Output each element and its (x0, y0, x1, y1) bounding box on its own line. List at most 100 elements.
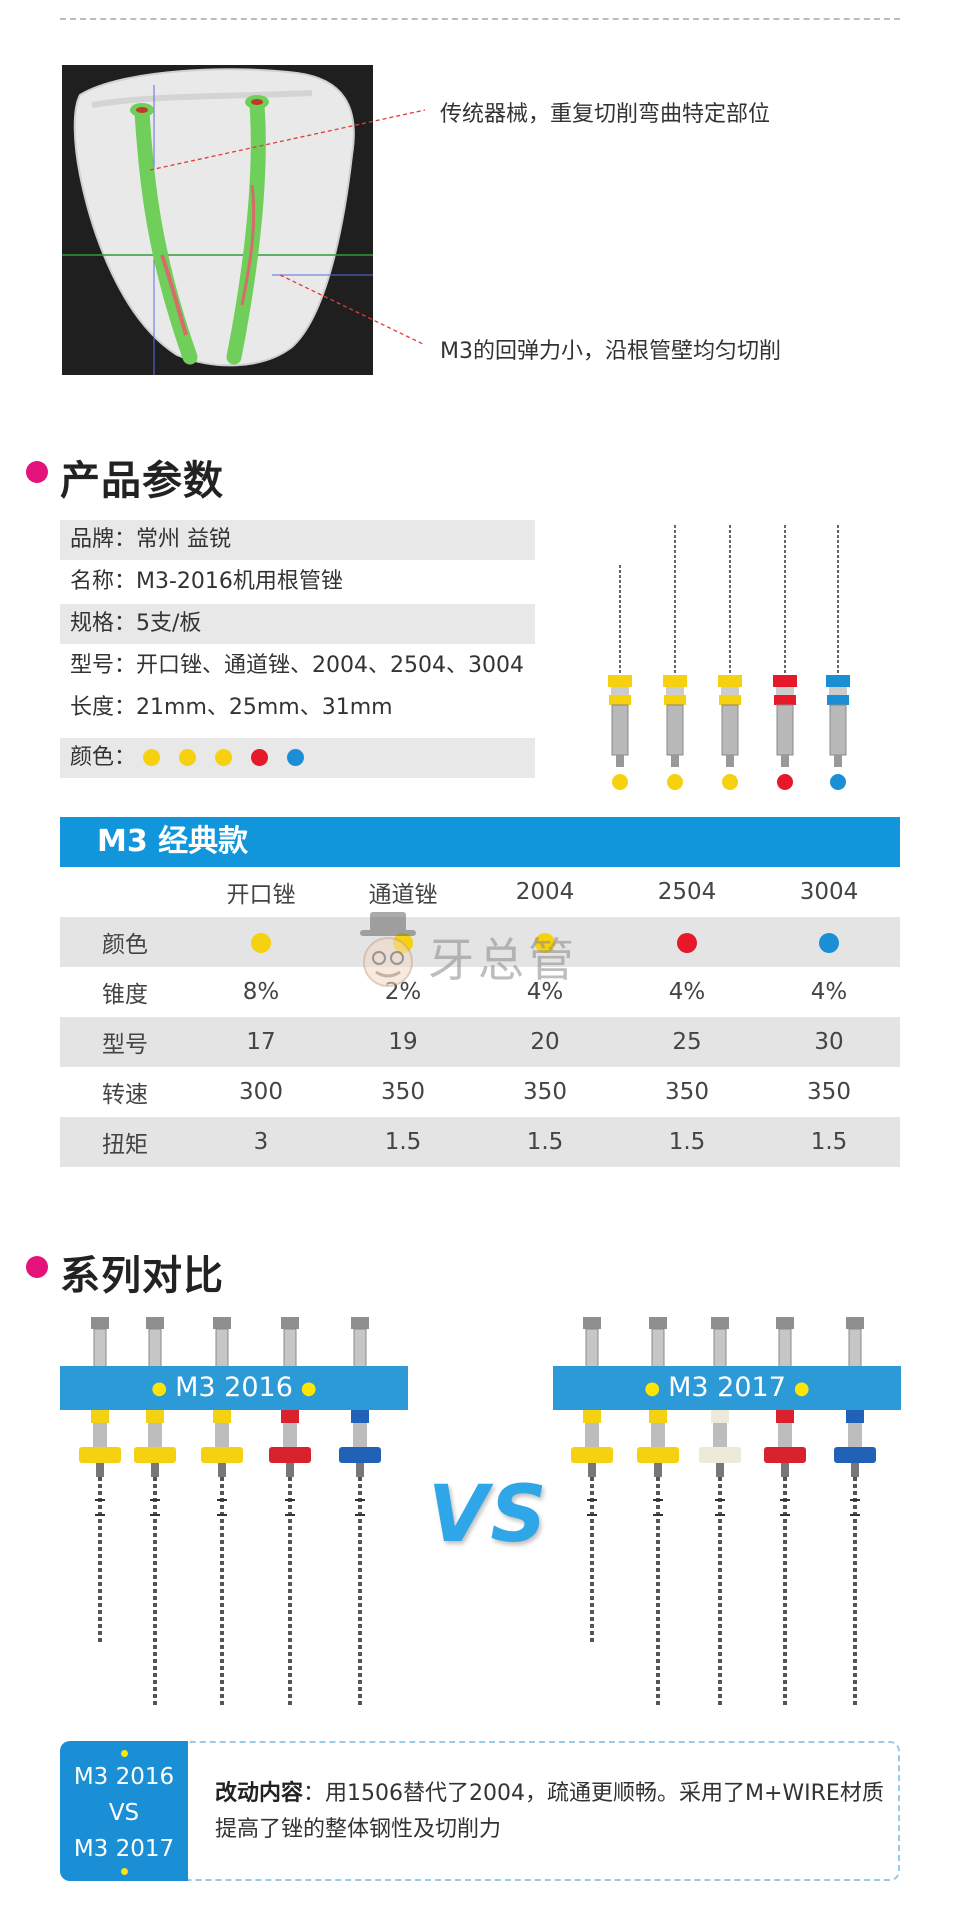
table-cell: 300 (239, 1079, 283, 1105)
change-badge: M3 2016 VS M3 2017 (60, 1741, 188, 1881)
watermark-logo: 牙总管 (348, 908, 618, 998)
m3-2017-ribbon: ●M3 2017● (553, 1366, 901, 1410)
vs-text: VS (428, 1470, 549, 1560)
file-instrument (699, 1317, 741, 1705)
table-cell: 1.5 (616, 1117, 758, 1167)
file-instrument (79, 1317, 121, 1645)
m3-2016-label: M3 2016 (175, 1372, 293, 1403)
badge-dot (121, 1750, 128, 1757)
classic-banner-title: M3 经典款 (97, 824, 249, 859)
header-cell: 2004 (515, 879, 575, 905)
color-dot (251, 749, 269, 766)
table-cell: 350 (381, 1079, 425, 1105)
file-instrument (764, 1317, 806, 1705)
color-dot (819, 932, 839, 953)
badge-line1: M3 2016 (73, 1764, 175, 1790)
row-label: 扭矩 (60, 1117, 190, 1167)
row-label: 转速 (102, 1082, 148, 1108)
file-instrument (608, 565, 632, 790)
file-instrument (773, 525, 797, 790)
color-dot (215, 749, 233, 766)
file-instrument (718, 525, 742, 790)
change-description: 改动内容：用1506替代了2004，疏通更顺畅。采用了M+WIRE材质提高了锉的… (215, 1776, 895, 1848)
param-row-spec: 规格：5支/板 (60, 604, 535, 644)
color-dots (143, 745, 323, 770)
param-row-model: 型号：开口锉、通道锉、2004、2504、3004 (70, 653, 524, 678)
badge-dot (121, 1868, 128, 1875)
table-cell: 4% (526, 979, 564, 1005)
table-cell: 4% (810, 979, 848, 1005)
table-cell: 350 (807, 1079, 851, 1105)
file-instrument (637, 1317, 679, 1705)
header-cell (60, 867, 190, 917)
section-title-compare: 系列对比 (60, 1253, 224, 1299)
table-cell: 1.5 (474, 1117, 616, 1167)
table-cell: 17 (190, 1017, 332, 1067)
top-divider (60, 18, 900, 20)
param-row-color: 颜色： (60, 738, 535, 778)
section-bullet (26, 461, 48, 483)
color-cell (474, 917, 616, 967)
param-row-length: 长度：21mm、25mm、31mm (70, 695, 393, 720)
table-cell: 1.5 (758, 1117, 900, 1167)
tooth-ct-image (62, 65, 373, 375)
m3-2017-files-image (571, 1317, 876, 1705)
header-cell: 通道锉 (368, 882, 438, 908)
table-cell: 25 (616, 1017, 758, 1067)
product-files-image (608, 525, 850, 790)
m3-2017-label: M3 2017 (668, 1372, 786, 1403)
spec-row-color: 颜色 (60, 917, 900, 967)
spec-row-torque: 扭矩 3 1.5 1.5 1.5 1.5 (60, 1117, 900, 1167)
param-row-brand: 品牌：常州 益锐 (60, 520, 535, 560)
badge-line3: M3 2017 (73, 1836, 175, 1862)
spec-row-taper: 锥度 8% 2% 4% 4% 4% (60, 967, 900, 1017)
badge-line2: VS (108, 1800, 140, 1826)
change-heading: 改动内容 (215, 1781, 304, 1806)
table-cell: 350 (523, 1079, 567, 1105)
color-dot (251, 932, 271, 953)
color-cell (190, 917, 332, 967)
color-dot (287, 749, 305, 766)
param-row-name: 名称：M3-2016机用根管锉 (70, 569, 343, 594)
callout-m3: M3的回弹力小，沿根管壁均匀切削 (440, 339, 781, 364)
change-text: ：用1506替代了2004，疏通更顺畅。采用了M+WIRE材质提高了锉的整体钢性… (215, 1781, 884, 1842)
callout-lines (149, 109, 426, 346)
row-label: 型号 (60, 1017, 190, 1067)
callout-traditional: 传统器械，重复切削弯曲特定部位 (440, 102, 771, 127)
file-instrument (663, 525, 687, 790)
file-instrument (826, 525, 850, 790)
table-cell: 8% (242, 979, 280, 1005)
mascot-icon (360, 912, 416, 987)
row-label: 颜色 (60, 917, 190, 967)
spec-table: 开口锉 通道锉 2004 2504 3004 颜色 锥度 8% 2% 4% 4%… (60, 867, 900, 1167)
file-instrument (339, 1317, 381, 1705)
header-cell: 2504 (657, 879, 717, 905)
color-dot (677, 932, 697, 953)
header-cell: 开口锉 (226, 882, 296, 908)
watermark-text: 牙总管 (428, 933, 578, 987)
color-cell (758, 917, 900, 967)
file-instrument (571, 1317, 613, 1645)
table-cell: 350 (665, 1079, 709, 1105)
file-instrument (269, 1317, 311, 1705)
table-cell: 3 (190, 1117, 332, 1167)
table-cell: 20 (474, 1017, 616, 1067)
row-label: 锥度 (102, 982, 148, 1008)
m3-2016-files-image (79, 1317, 381, 1705)
color-dot (535, 932, 555, 953)
file-instrument (201, 1317, 243, 1705)
section-title-params: 产品参数 (60, 458, 224, 504)
spec-row-speed: 转速 300 350 350 350 350 (60, 1067, 900, 1117)
table-cell: 1.5 (332, 1117, 474, 1167)
spec-row-size: 型号 17 19 20 25 30 (60, 1017, 900, 1067)
classic-banner: M3 经典款 (60, 817, 900, 867)
spec-header-row: 开口锉 通道锉 2004 2504 3004 (60, 867, 900, 917)
section-bullet (26, 1256, 48, 1278)
table-cell: 30 (758, 1017, 900, 1067)
table-cell: 19 (332, 1017, 474, 1067)
table-cell: 4% (668, 979, 706, 1005)
color-cell (616, 917, 758, 967)
color-dot (179, 749, 197, 766)
color-dot (143, 749, 161, 766)
file-instrument (134, 1317, 176, 1705)
